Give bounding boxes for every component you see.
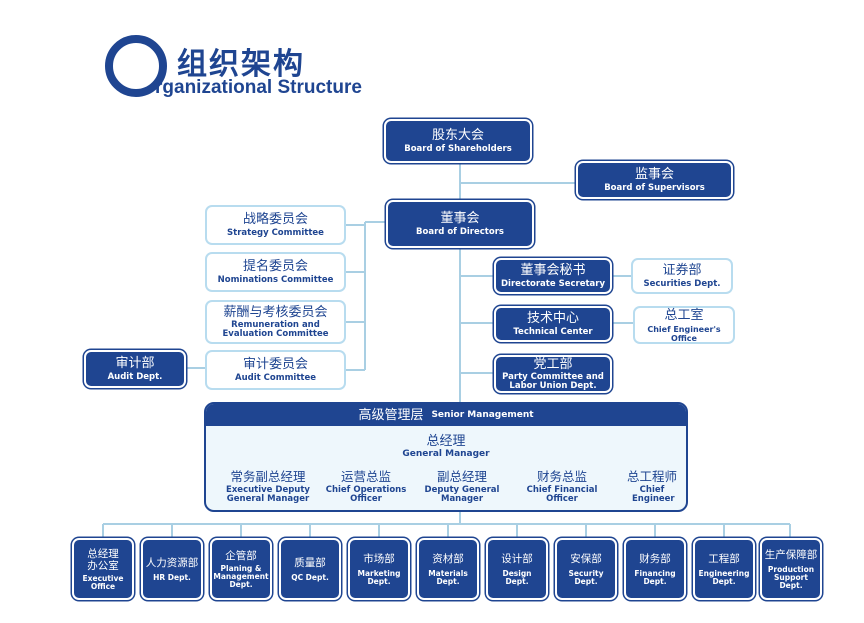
node-label-en: Design Dept. — [502, 568, 532, 586]
node-label-cn: 证券部 — [662, 263, 702, 278]
node-label-cn: 副总经理 — [436, 469, 487, 484]
node-label-cn: 监事会 — [634, 167, 674, 182]
node-dept-executive-office: 总经理办公室 Executive Office — [72, 538, 134, 600]
node-label-cn: 市场部 — [363, 552, 395, 565]
node-dept-materials: 资材部 Materials Dept. — [417, 538, 479, 600]
node-label-en: Technical Center — [513, 327, 593, 337]
node-label-en: Strategy Committee — [227, 228, 324, 238]
node-label-cn: 常务副总经理 — [230, 469, 306, 484]
node-label-en: Deputy General Manager — [424, 485, 500, 504]
senior-management-header: 高级管理层 Senior Management — [206, 404, 686, 426]
node-label-cn: 审计委员会 — [242, 357, 308, 372]
node-remuneration-committee: 薪酬与考核委员会 Remuneration and Evaluation Com… — [205, 300, 346, 344]
node-label-en: Directorate Secretary — [501, 279, 605, 289]
node-dept-management: 企管部 Planing & Management Dept. — [210, 538, 272, 600]
node-chief-financial-officer: 财务总监 Chief Financial Officer — [514, 470, 610, 504]
node-chief-operations-officer: 运营总监 Chief Operations Officer — [318, 470, 414, 504]
node-label-en: Executive Deputy General Manager — [226, 485, 310, 504]
senior-label-cn: 高级管理层 — [358, 407, 424, 423]
node-label-en: Audit Committee — [234, 373, 316, 383]
node-label-en: Party Committee and Labor Union Dept. — [502, 372, 604, 391]
node-label-en: Executive Office — [82, 573, 124, 591]
node-label-en: Board of Supervisors — [604, 183, 705, 193]
node-label-cn: 企管部 — [225, 549, 257, 562]
node-dept-production-support: 生产保障部 Production Support Dept. — [760, 538, 822, 600]
node-chief-engineer-office: 总工室 Chief Engineer's Office — [633, 306, 735, 344]
node-label-en: Production Support Dept. — [767, 564, 815, 590]
node-nominations-committee: 提名委员会 Nominations Committee — [205, 252, 346, 292]
node-label-en: Nominations Committee — [217, 275, 334, 285]
senior-management-panel: 高级管理层 Senior Management 总经理 General Mana… — [204, 402, 688, 512]
node-label-cn: 质量部 — [294, 556, 326, 569]
node-technical-center: 技术中心 Technical Center — [494, 306, 612, 342]
node-label-cn: 财务部 — [639, 552, 671, 565]
node-label-en: Board of Shareholders — [404, 144, 512, 154]
node-label-en: Chief Financial Officer — [526, 485, 598, 504]
senior-label-en: Senior Management — [431, 409, 534, 420]
node-label-cn: 审计部 — [115, 356, 155, 371]
node-dept-design: 设计部 Design Dept. — [486, 538, 548, 600]
node-dept-financing: 财务部 Financing Dept. — [624, 538, 686, 600]
node-directors: 董事会 Board of Directors — [386, 200, 534, 248]
node-dept-engineering: 工程部 Engineering Dept. — [693, 538, 755, 600]
node-dept-hr: 人力资源部 HR Dept. — [141, 538, 203, 600]
node-label-en: Planing & Management Dept. — [213, 563, 269, 589]
node-label-cn: 安保部 — [570, 552, 602, 565]
node-deputy-gm: 副总经理 Deputy General Manager — [414, 470, 510, 504]
title-ring-icon — [105, 35, 167, 97]
node-label-en: Security Dept. — [568, 568, 604, 586]
node-label-cn: 党工部 — [533, 357, 573, 372]
node-label-cn: 人力资源部 — [145, 556, 199, 569]
node-audit-committee: 审计委员会 Audit Committee — [205, 350, 346, 390]
node-audit-dept: 审计部 Audit Dept. — [84, 350, 186, 388]
node-label-cn: 提名委员会 — [242, 259, 308, 274]
node-label-cn: 总经理办公室 — [87, 547, 119, 572]
node-label-en: Materials Dept. — [428, 568, 468, 586]
node-label-en: Audit Dept. — [107, 372, 163, 382]
node-label-cn: 董事会 — [440, 211, 480, 226]
node-label-en: Chief Engineer — [632, 485, 675, 504]
node-shareholders: 股东大会 Board of Shareholders — [384, 119, 532, 163]
node-label-en: General Manager — [402, 449, 490, 459]
node-executive-deputy-gm: 常务副总经理 Executive Deputy General Manager — [220, 470, 316, 504]
node-dept-qc: 质量部 QC Dept. — [279, 538, 341, 600]
node-dept-security: 安保部 Security Dept. — [555, 538, 617, 600]
node-label-cn: 股东大会 — [431, 128, 484, 143]
node-label-cn: 财务总监 — [536, 469, 587, 484]
node-chief-engineer: 总工程师 Chief Engineer — [604, 469, 686, 504]
node-label-cn: 董事会秘书 — [520, 263, 586, 278]
node-label-en: Marketing Dept. — [357, 568, 401, 586]
node-label-en: Financing Dept. — [634, 568, 676, 586]
node-label-en: Board of Directors — [416, 227, 504, 237]
node-label-cn: 工程部 — [708, 552, 740, 565]
node-label-en: Remuneration and Evaluation Committee — [222, 320, 329, 339]
node-label-cn: 资材部 — [432, 552, 464, 565]
node-label-cn: 战略委员会 — [242, 212, 308, 227]
node-supervisors: 监事会 Board of Supervisors — [576, 161, 733, 199]
node-label-cn: 总工程师 — [626, 469, 677, 484]
node-label-cn: 生产保障部 — [764, 548, 818, 561]
node-label-en: Chief Engineer's Office — [647, 324, 721, 343]
node-label-cn: 总工室 — [664, 307, 704, 323]
node-label-cn: 运营总监 — [340, 469, 391, 484]
node-directorate-secretary: 董事会秘书 Directorate Secretary — [494, 258, 612, 294]
title-chinese: 组织架构 — [177, 47, 305, 82]
title-english: rganizational Structure — [155, 77, 362, 98]
node-label-cn: 技术中心 — [526, 311, 579, 326]
node-securities-dept: 证券部 Securities Dept. — [631, 258, 733, 294]
node-label-en: HR Dept. — [153, 572, 191, 582]
node-label-cn: 总经理 — [426, 434, 466, 449]
node-party-committee: 党工部 Party Committee and Labor Union Dept… — [494, 355, 612, 393]
node-label-cn: 设计部 — [501, 552, 533, 565]
node-label-en: Engineering Dept. — [698, 568, 750, 586]
node-label-en: QC Dept. — [291, 572, 329, 582]
node-general-manager: 总经理 General Manager — [206, 434, 686, 459]
node-strategy-committee: 战略委员会 Strategy Committee — [205, 205, 346, 245]
node-label-en: Securities Dept. — [643, 279, 721, 289]
node-label-cn: 薪酬与考核委员会 — [223, 305, 328, 320]
node-label-en: Chief Operations Officer — [325, 485, 407, 504]
node-dept-marketing: 市场部 Marketing Dept. — [348, 538, 410, 600]
